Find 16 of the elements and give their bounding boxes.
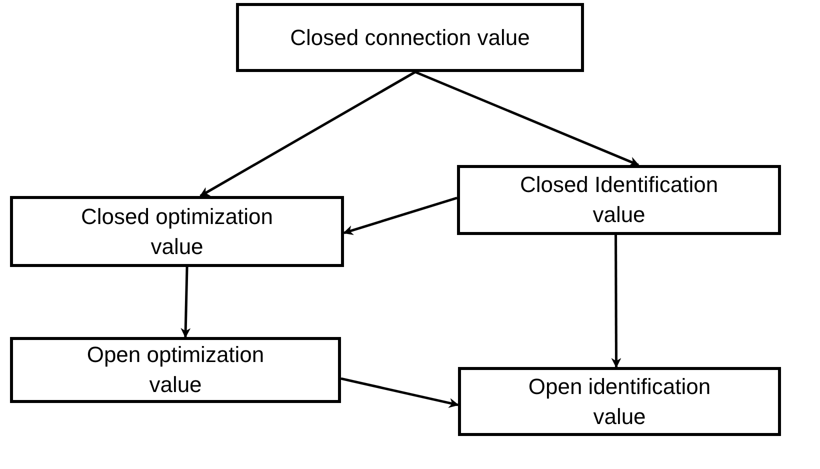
box-label: Open optimization value <box>86 341 266 399</box>
box-label: Closed connection value <box>290 24 530 52</box>
box-label: Closed Identification value <box>518 171 720 229</box>
arrow <box>200 70 416 198</box>
process-box <box>10 337 341 403</box>
arrow <box>343 196 458 236</box>
process-box <box>10 196 344 267</box>
arrow <box>414 70 640 166</box>
process-box <box>458 367 781 436</box>
arrow <box>340 377 459 408</box>
arrow <box>611 235 622 368</box>
box-label: Open identification value <box>527 372 712 430</box>
process-box <box>457 165 781 235</box>
arrow <box>180 266 191 338</box>
process-box <box>236 3 584 72</box>
box-label: Closed optimization value <box>80 202 274 260</box>
